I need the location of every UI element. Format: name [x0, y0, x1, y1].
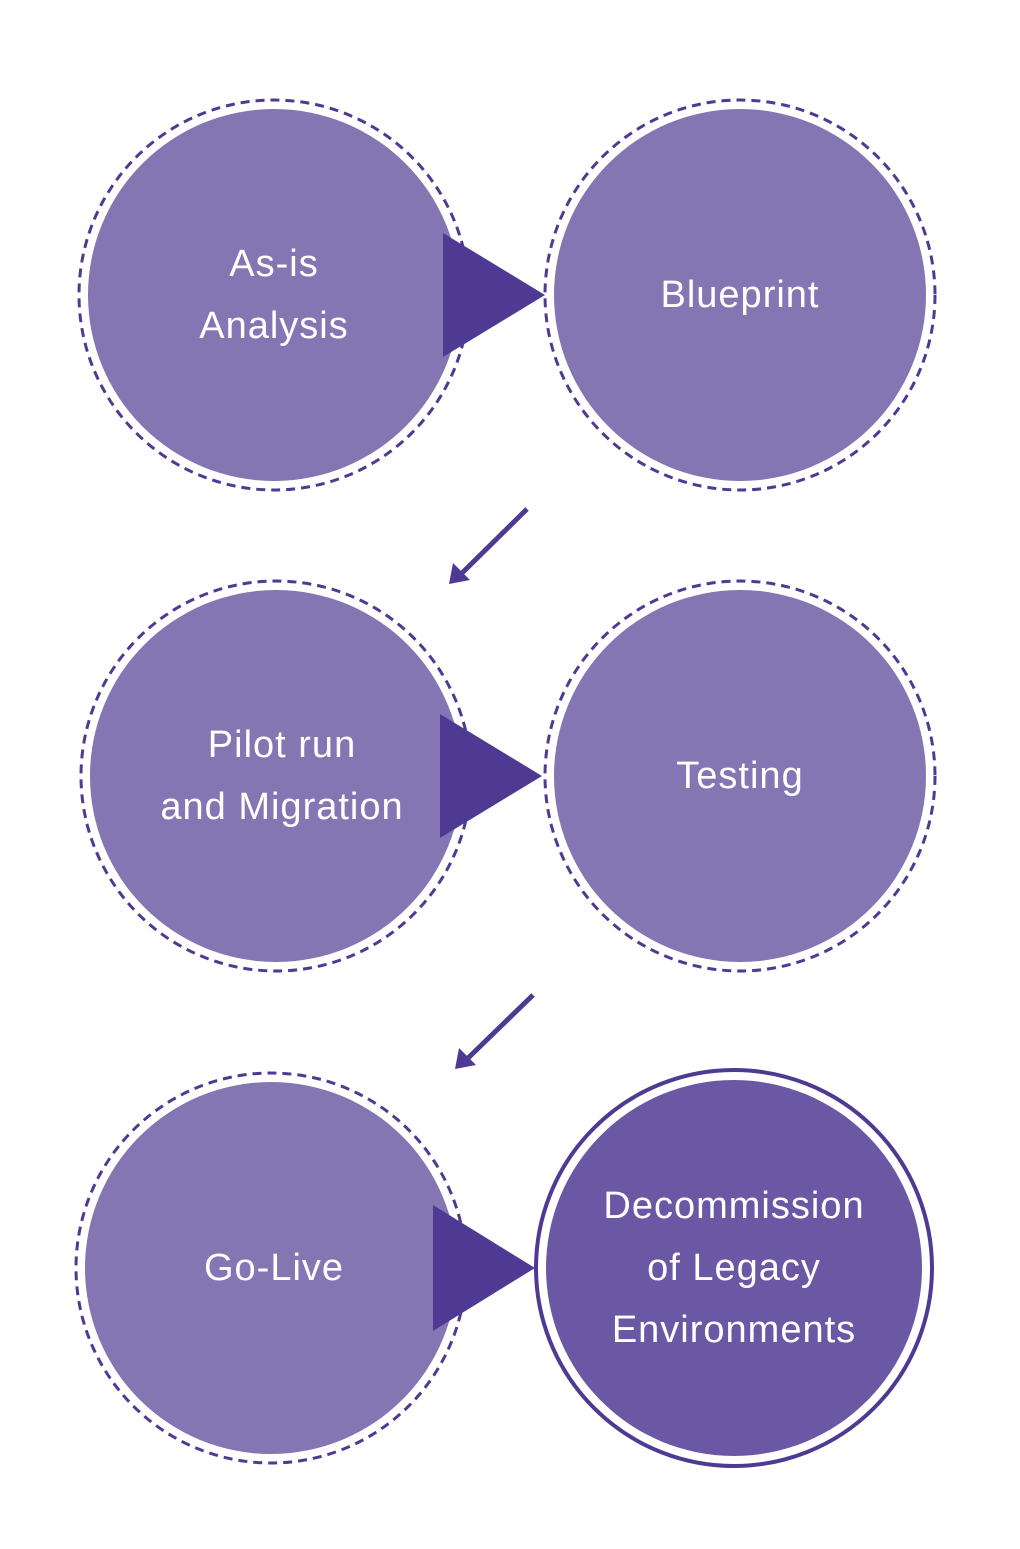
arrow-right-3-icon: [433, 1205, 535, 1331]
step-2-circle: [554, 109, 926, 481]
arrow-diagonal-1-icon: [456, 507, 529, 579]
arrow-diagonal-2-head: [455, 1048, 476, 1069]
arrow-right-2-icon: [440, 714, 542, 838]
step-6-outer-ring: [534, 1068, 934, 1468]
arrow-diagonal-1-head: [449, 563, 470, 584]
step-1-circle: [88, 109, 460, 481]
step-6-circle: [546, 1080, 922, 1456]
arrow-right-1-icon: [443, 233, 545, 357]
arrow-diagonal-2-icon: [462, 993, 535, 1064]
step-3-circle: [90, 590, 462, 962]
step-5-circle: [85, 1082, 457, 1454]
step-4-dashed-ring: [543, 579, 937, 973]
step-2-dashed-ring: [543, 98, 937, 492]
step-4-circle: [554, 590, 926, 962]
